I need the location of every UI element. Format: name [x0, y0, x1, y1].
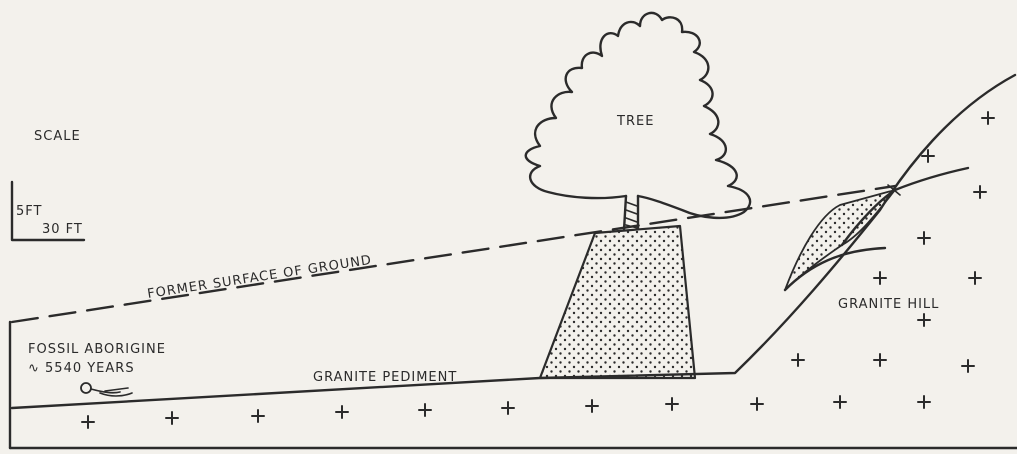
tree-label: TREE	[616, 114, 654, 129]
granite-hill-label: GRANITE HILL	[838, 297, 939, 312]
former-surface-dashed-line	[12, 186, 895, 322]
scale-vertical-label: 5FT	[16, 204, 42, 219]
granite-pediment-label: GRANITE PEDIMENT	[313, 370, 457, 385]
tree-trunk-texture	[626, 202, 637, 228]
fossil-aborigine-skeleton	[81, 383, 132, 396]
scale-title: SCALE	[34, 129, 81, 144]
fossil-label-line1: FOSSIL ABORIGINE	[28, 342, 166, 357]
fossil-label-line2: ∿ 5540 YEARS	[28, 361, 135, 376]
hill-weathered-zone	[785, 190, 895, 290]
scale-horizontal-label: 30 FT	[42, 222, 83, 237]
tree-pedestal-weathered-zone	[540, 226, 695, 378]
granite-pediment-surface	[12, 75, 1015, 408]
granite-symbols	[82, 112, 994, 428]
former-surface-label: FORMER SURFACE OF GROUND	[146, 253, 373, 302]
